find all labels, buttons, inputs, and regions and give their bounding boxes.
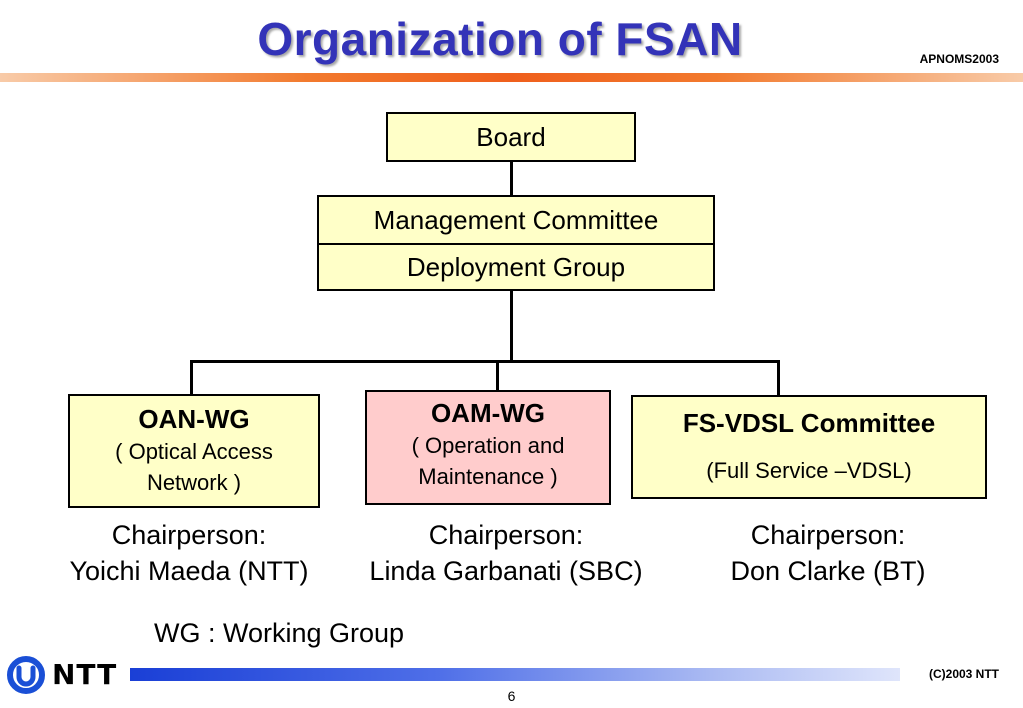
oan-wg-box: OAN-WG ( Optical Access Network ) <box>68 394 320 508</box>
connector-board-mgmt <box>510 160 513 196</box>
connector-mgmt-hbar <box>510 289 513 362</box>
oam-wg-chair-label: Chairperson: <box>428 520 584 550</box>
copyright-label: (C)2003 NTT <box>928 667 999 681</box>
management-box: Management Committee Deployment Group <box>317 195 715 291</box>
oan-wg-name: OAN-WG <box>138 404 250 434</box>
board-box: Board <box>386 112 636 162</box>
oam-wg-desc-line2: Maintenance ) <box>418 464 558 489</box>
fs-vdsl-committee-name: FS-VDSL Committee <box>682 408 936 438</box>
fs-vdsl-chair: Chairperson: Don Clarke (BT) <box>678 517 978 589</box>
board-label: Board <box>476 122 546 152</box>
ntt-logo: NTT <box>6 654 126 696</box>
fs-vdsl-committee-box: FS-VDSL Committee (Full Service –VDSL) <box>631 395 987 499</box>
oam-wg-desc-line1: ( Operation and <box>411 433 565 458</box>
fs-vdsl-chair-name: Don Clarke (BT) <box>730 556 926 586</box>
fs-vdsl-committee-desc: (Full Service –VDSL) <box>706 458 912 483</box>
page-number: 6 <box>507 688 516 704</box>
header-bar <box>0 73 1023 82</box>
oam-wg-name: OAM-WG <box>430 398 546 428</box>
connector-hbar <box>190 360 780 363</box>
oam-wg-chair: Chairperson: Linda Garbanati (SBC) <box>336 517 676 589</box>
connector-oan <box>190 360 193 396</box>
connector-fsvdsl <box>777 360 780 397</box>
slide-title: Organization of FSAN <box>257 13 743 65</box>
oan-wg-chair: Chairperson: Yoichi Maeda (NTT) <box>34 517 344 589</box>
ntt-logo-icon <box>7 656 45 694</box>
conference-label: APNOMS2003 <box>919 52 999 66</box>
fs-vdsl-chair-label: Chairperson: <box>750 520 906 550</box>
oam-wg-box: OAM-WG ( Operation and Maintenance ) <box>365 390 611 505</box>
management-committee-label: Management Committee <box>319 197 713 245</box>
deployment-group-label: Deployment Group <box>406 252 626 282</box>
oan-wg-chair-name: Yoichi Maeda (NTT) <box>69 556 309 586</box>
oan-wg-desc-line2: Network ) <box>146 470 242 495</box>
wg-note: WG : Working Group <box>154 618 405 648</box>
oam-wg-chair-name: Linda Garbanati (SBC) <box>369 556 643 586</box>
oan-wg-chair-label: Chairperson: <box>111 520 267 550</box>
footer-bar <box>130 668 900 681</box>
ntt-logo-text: NTT <box>52 658 118 691</box>
connector-oam <box>496 360 499 392</box>
oan-wg-desc-line1: ( Optical Access <box>115 439 273 464</box>
